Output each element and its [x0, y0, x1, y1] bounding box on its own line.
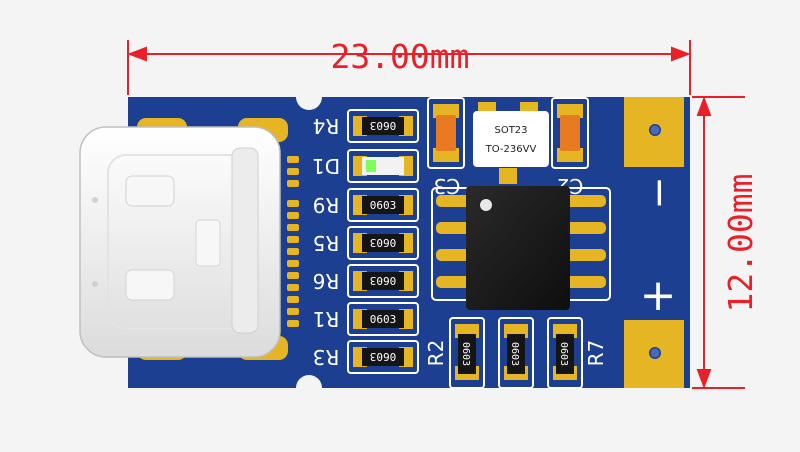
resistor-column — [347, 109, 419, 374]
plus-symbol: + — [640, 270, 677, 321]
r6-marking: 0603 — [370, 274, 397, 287]
r6-footprint — [347, 264, 419, 298]
r7-footprint — [547, 317, 583, 389]
usb-signal-pads — [287, 156, 299, 327]
capacitor-c2 — [551, 97, 589, 169]
r2-footprint — [449, 317, 485, 389]
d1-label: D1 — [312, 154, 340, 178]
middle-resistor-marking: 0603 — [509, 342, 520, 366]
ic-chip — [466, 186, 570, 310]
power-terminal-plus — [624, 320, 684, 388]
width-label: 23.00mm — [330, 37, 469, 76]
sot23-line2: TO-236VV — [485, 144, 537, 155]
r2-marking: 0603 — [460, 342, 471, 366]
usb-c-connector — [79, 126, 281, 358]
ic-pads — [431, 187, 611, 301]
d1-footprint — [347, 149, 419, 183]
r7-label: R7 — [584, 340, 608, 367]
r4-marking: 0603 — [370, 119, 397, 132]
bottom-resistors — [449, 317, 583, 389]
r3-marking: 0603 — [370, 350, 397, 363]
left-designators: R4 D1 R9 R5 R6 R1 R3 — [312, 114, 340, 369]
r9-label: R9 — [313, 193, 340, 217]
power-terminal-minus — [624, 97, 684, 167]
r9-marking: 0603 — [370, 199, 397, 212]
r5-label: R5 — [313, 231, 340, 255]
r1-marking: 0603 — [370, 313, 397, 326]
width-dimension — [127, 40, 691, 95]
height-dimension — [692, 96, 745, 389]
resistor-markings: 0603 0603 0603 0603 0603 0603 — [370, 119, 397, 363]
r1-footprint — [347, 302, 419, 336]
capacitor-c3 — [427, 97, 465, 169]
sot23-package — [473, 102, 549, 184]
middle-resistor-footprint — [498, 317, 534, 389]
r5-footprint — [347, 226, 419, 260]
height-label: 12.00mm — [721, 173, 760, 312]
r6-label: R6 — [313, 269, 340, 293]
minus-symbol: − — [636, 176, 682, 210]
r3-label: R3 — [313, 345, 340, 369]
r4-footprint — [347, 109, 419, 143]
r7-marking: 0603 — [558, 342, 569, 366]
sot23-line1: SOT23 — [494, 125, 527, 136]
r2-label: R2 — [424, 340, 448, 367]
c3-label: C3 — [434, 174, 461, 198]
r5-marking: 0603 — [370, 236, 397, 249]
r3-footprint — [347, 340, 419, 374]
r4-label: R4 — [313, 114, 340, 138]
r9-footprint — [347, 188, 419, 222]
r1-label: R1 — [313, 307, 340, 331]
